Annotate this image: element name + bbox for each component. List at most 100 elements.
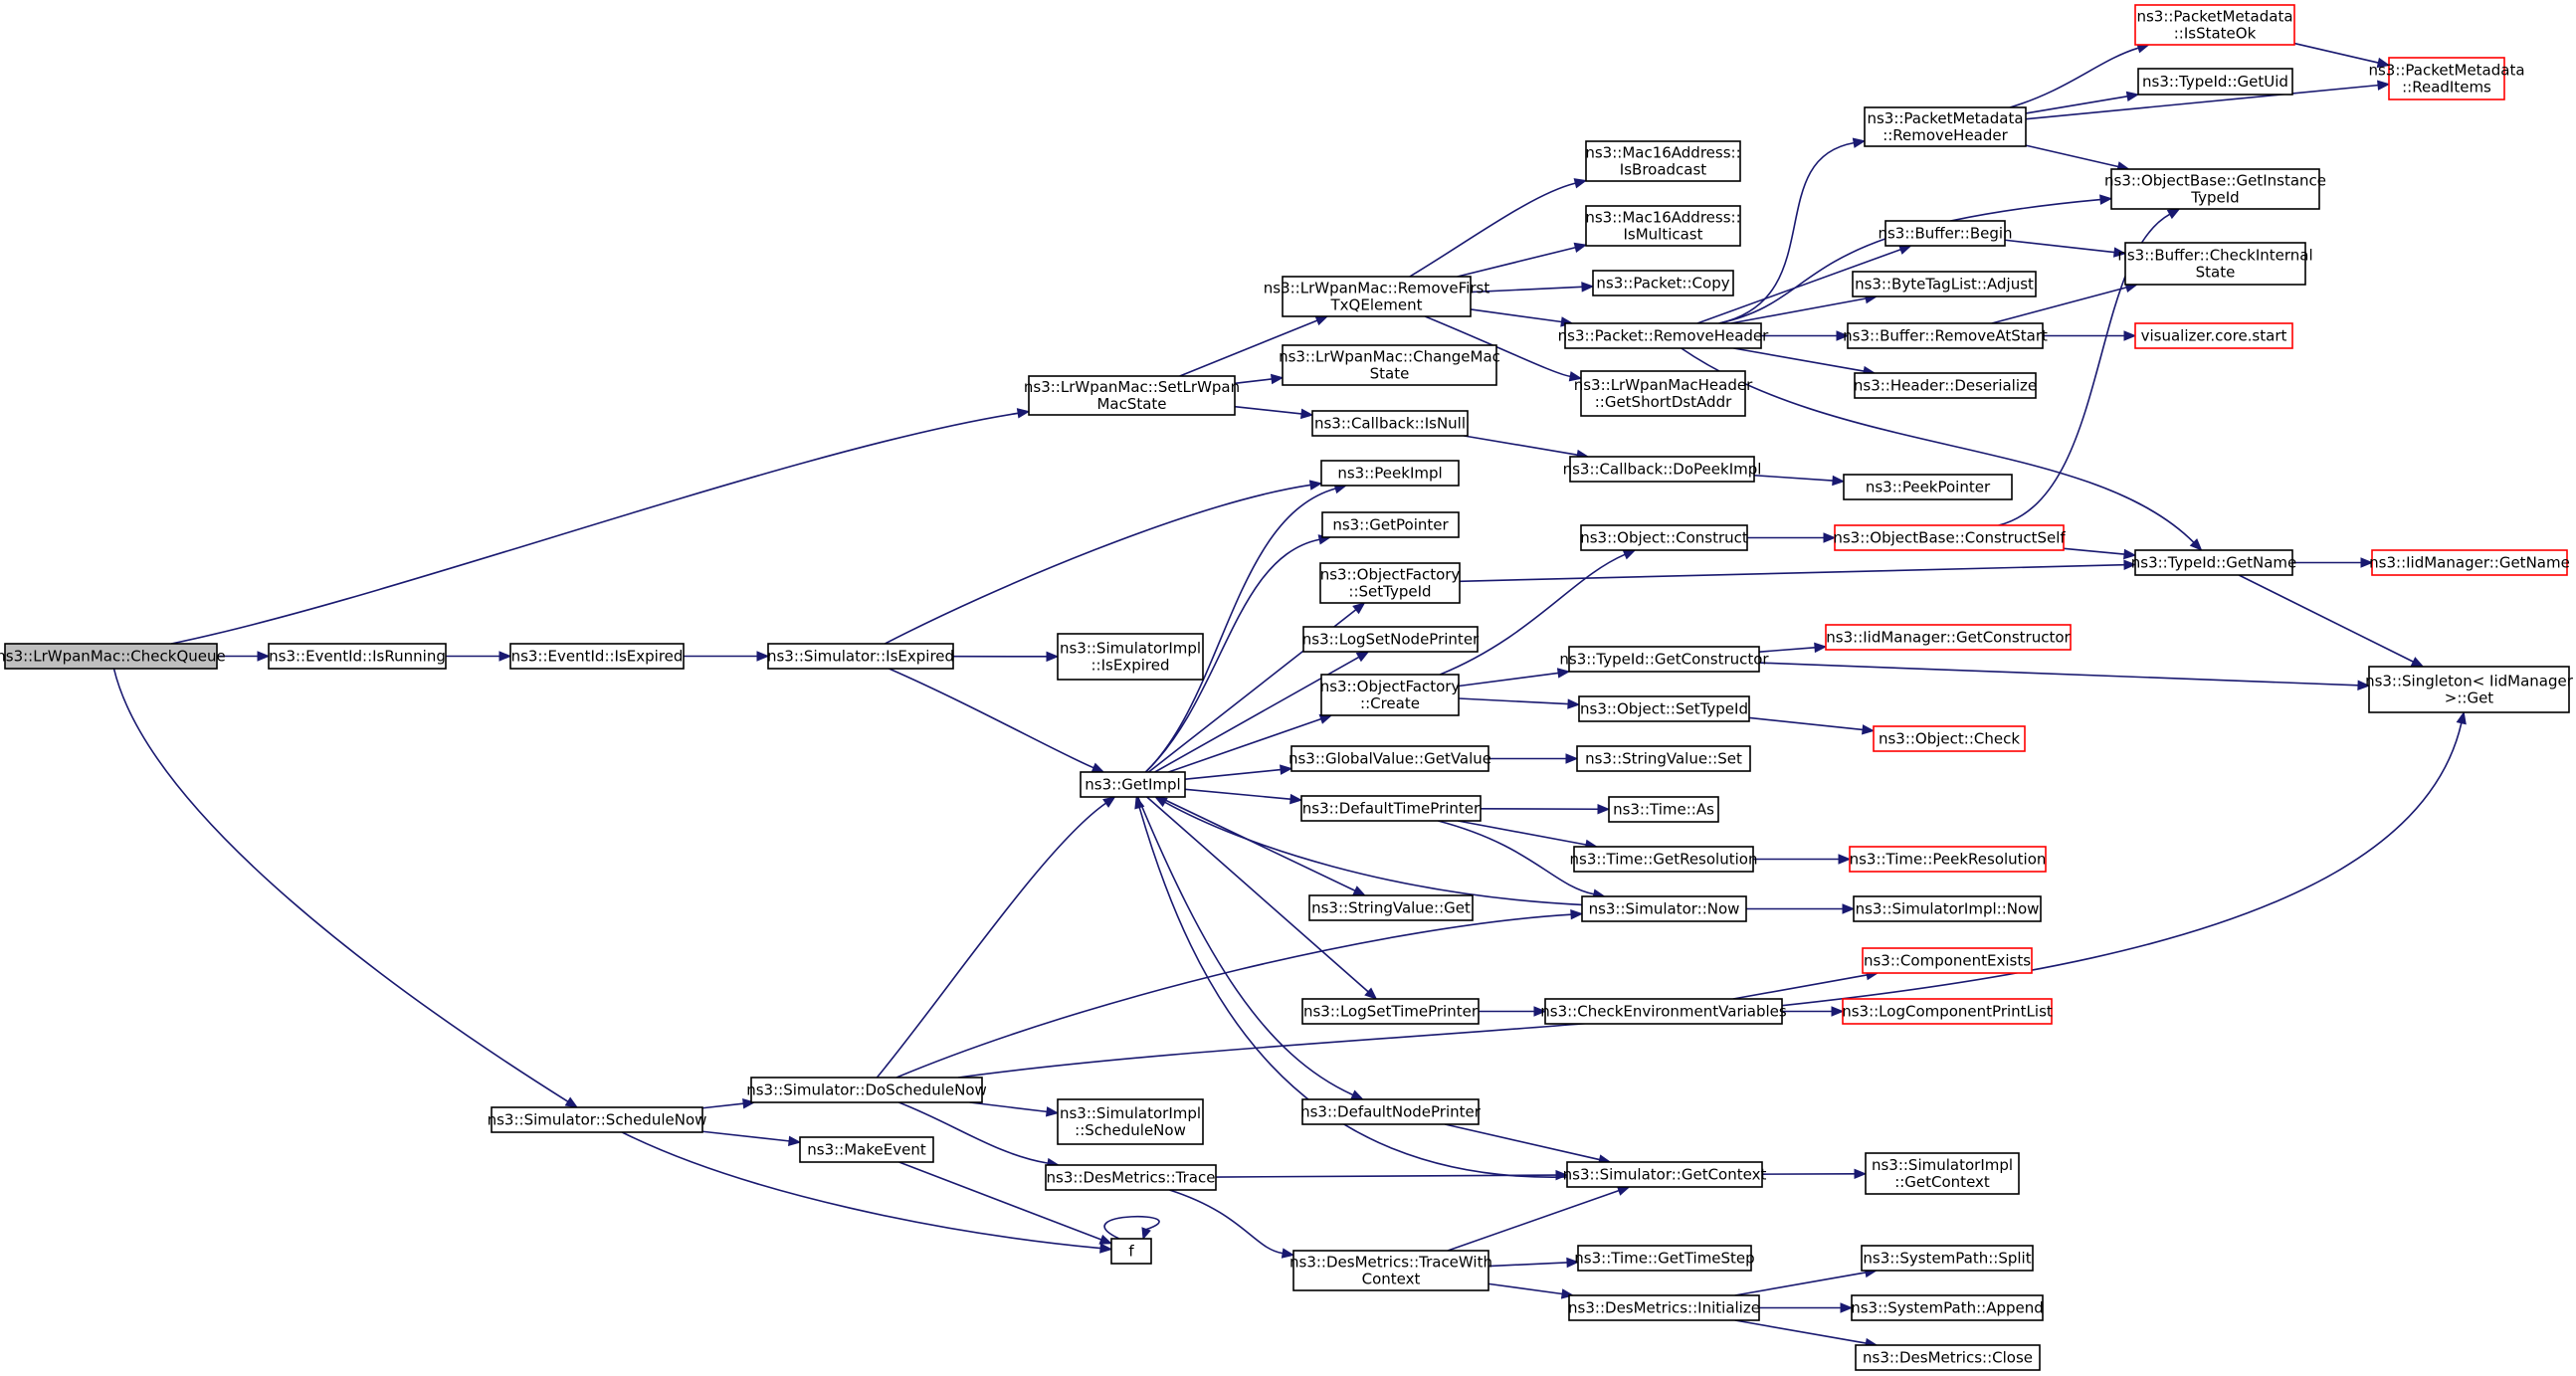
node-box-checkqueue[interactable] (4, 643, 218, 670)
node-box-defaultnodeprinter[interactable] (1301, 1098, 1480, 1125)
node-box-iidmanager-getname[interactable] (2371, 549, 2568, 576)
node-box-object-settypeid[interactable] (1578, 695, 1750, 722)
node-checkenvvars[interactable]: ns3::CheckEnvironmentVariables (1540, 998, 1787, 1025)
node-box-time-as[interactable] (1608, 796, 1719, 823)
node-logcomponentprintlist[interactable]: ns3::LogComponentPrintList (1842, 998, 2053, 1025)
node-singleton-get[interactable]: ns3::Singleton< IidManager>::Get (2365, 666, 2574, 713)
node-box-typeid-getuid[interactable] (2137, 68, 2293, 96)
node-box-header-deserialize[interactable] (1854, 372, 2037, 399)
node-simulator-isexpired[interactable]: ns3::Simulator::IsExpired (767, 643, 954, 670)
node-box-getpointer[interactable] (1321, 511, 1460, 538)
node-simulatorimpl-isexpired[interactable]: ns3::SimulatorImpl::IsExpired (1057, 633, 1204, 681)
node-box-mac16-isbroadcast[interactable] (1585, 140, 1741, 182)
node-box-getimpl[interactable] (1080, 771, 1186, 798)
node-simulatorimpl-schedulenow[interactable]: ns3::SimulatorImpl::ScheduleNow (1057, 1098, 1204, 1145)
node-box-callback-isnull[interactable] (1311, 410, 1469, 437)
node-peekimpl[interactable]: ns3::PeekImpl (1320, 460, 1460, 487)
node-objectbase-constructself[interactable]: ns3::ObjectBase::ConstructSelf (1833, 524, 2066, 551)
node-box-visualizer-core-start[interactable] (2134, 322, 2293, 349)
node-box-desmetrics-close[interactable] (1855, 1344, 2041, 1371)
node-box-simulatorimpl-isexpired[interactable] (1057, 633, 1204, 681)
node-box-bytetaglist-adjust[interactable] (1852, 271, 2037, 297)
node-time-getresolution[interactable]: ns3::Time::GetResolution (1570, 846, 1758, 873)
node-object-settypeid[interactable]: ns3::Object::SetTypeId (1578, 695, 1750, 722)
node-mac16-isbroadcast[interactable]: ns3::Mac16Address::IsBroadcast (1585, 140, 1741, 182)
node-box-callback-dopeekimpl[interactable] (1569, 456, 1755, 483)
node-makeevent[interactable]: ns3::MakeEvent (799, 1136, 934, 1163)
node-box-setlrwpanmacstate[interactable] (1028, 375, 1236, 416)
node-box-objectfactory-settypeid[interactable] (1319, 562, 1461, 604)
node-callback-dopeekimpl[interactable]: ns3::Callback::DoPeekImpl (1563, 456, 1762, 483)
node-time-peekresolution[interactable]: ns3::Time::PeekResolution (1849, 846, 2047, 873)
node-box-packet-copy[interactable] (1592, 270, 1734, 296)
node-box-pm-isstateok[interactable] (2134, 4, 2295, 46)
node-packet-removeheader[interactable]: ns3::Packet::RemoveHeader (1558, 322, 1769, 349)
node-box-desmetrics-tracewithcontext[interactable] (1292, 1250, 1489, 1291)
node-defaulttimeprinter[interactable]: ns3::DefaultTimePrinter (1300, 795, 1482, 822)
node-iidmanager-getconstructor[interactable]: ns3::IidManager::GetConstructor (1825, 624, 2072, 651)
node-box-logcomponentprintlist[interactable] (1842, 998, 2053, 1025)
node-objectfactory-settypeid[interactable]: ns3::ObjectFactory::SetTypeId (1319, 562, 1461, 604)
node-globalvalue-getvalue[interactable]: ns3::GlobalValue::GetValue (1288, 745, 1491, 772)
node-box-simulator-now[interactable] (1581, 895, 1747, 922)
node-pm-isstateok[interactable]: ns3::PacketMetadata::IsStateOk (2134, 4, 2295, 46)
node-box-makeevent[interactable] (799, 1136, 934, 1163)
node-box-simulator-schedulenow[interactable] (491, 1106, 703, 1133)
node-box-packet-removeheader[interactable] (1564, 322, 1762, 349)
node-box-globalvalue-getvalue[interactable] (1290, 745, 1489, 772)
node-box-defaulttimeprinter[interactable] (1300, 795, 1482, 822)
node-box-typeid-getname[interactable] (2134, 549, 2293, 576)
node-box-simulator-getcontext[interactable] (1566, 1161, 1763, 1188)
node-time-as[interactable]: ns3::Time::As (1608, 796, 1719, 823)
node-buffer-begin[interactable]: ns3::Buffer::Begin (1878, 220, 2013, 247)
node-buffer-removeatstart[interactable]: ns3::Buffer::RemoveAtStart (1843, 322, 2048, 349)
node-box-desmetrics-trace[interactable] (1045, 1164, 1217, 1191)
node-box-logsettimeprinter[interactable] (1301, 998, 1480, 1025)
node-box-typeid-getconstructor[interactable] (1568, 646, 1760, 673)
node-box-buffer-begin[interactable] (1884, 220, 2006, 247)
node-simulatorimpl-getcontext[interactable]: ns3::SimulatorImpl::GetContext (1865, 1152, 2020, 1195)
node-box-removefirsttxqelement[interactable] (1282, 276, 1472, 317)
node-box-object-construct[interactable] (1580, 524, 1748, 551)
node-mac16-ismulticast[interactable]: ns3::Mac16Address::IsMulticast (1585, 205, 1741, 247)
node-box-componentexists[interactable] (1862, 947, 2033, 974)
node-simulator-now[interactable]: ns3::Simulator::Now (1581, 895, 1747, 922)
node-typeid-getuid[interactable]: ns3::TypeId::GetUid (2137, 68, 2293, 96)
node-peekpointer[interactable]: ns3::PeekPointer (1843, 474, 2013, 500)
node-object-check[interactable]: ns3::Object::Check (1873, 725, 2026, 752)
node-box-simulator-doschedulenow[interactable] (750, 1077, 983, 1103)
node-box-f[interactable] (1110, 1238, 1152, 1265)
node-iidmanager-getname[interactable]: ns3::IidManager::GetName (2369, 549, 2570, 576)
node-getpointer[interactable]: ns3::GetPointer (1321, 511, 1460, 538)
node-box-desmetrics-initialize[interactable] (1568, 1294, 1760, 1321)
node-pm-readitems[interactable]: ns3::PacketMetadata::ReadItems (2368, 57, 2525, 100)
node-box-iidmanager-getconstructor[interactable] (1825, 624, 2072, 651)
node-objectfactory-create[interactable]: ns3::ObjectFactory::Create (1320, 674, 1461, 716)
node-box-systempath-split[interactable] (1861, 1245, 2034, 1272)
node-box-simulatorimpl-schedulenow[interactable] (1057, 1098, 1204, 1145)
node-box-systempath-append[interactable] (1851, 1294, 2044, 1321)
node-simulator-schedulenow[interactable]: ns3::Simulator::ScheduleNow (488, 1106, 707, 1133)
node-box-checkenvvars[interactable] (1544, 998, 1783, 1025)
node-pm-removeheader[interactable]: ns3::PacketMetadata::RemoveHeader (1864, 106, 2027, 147)
node-simulator-doschedulenow[interactable]: ns3::Simulator::DoScheduleNow (746, 1077, 987, 1103)
node-box-time-peekresolution[interactable] (1849, 846, 2047, 873)
node-box-buffer-checkinternalstate[interactable] (2124, 242, 2306, 286)
node-defaultnodeprinter[interactable]: ns3::DefaultNodePrinter (1300, 1098, 1482, 1125)
node-box-simulatorimpl-now[interactable] (1853, 895, 2042, 922)
node-componentexists[interactable]: ns3::ComponentExists (1862, 947, 2033, 974)
node-box-stringvalue-set[interactable] (1576, 745, 1751, 772)
node-box-stringvalue-get[interactable] (1308, 894, 1474, 921)
node-typeid-getname[interactable]: ns3::TypeId::GetName (2131, 549, 2296, 576)
node-checkqueue[interactable]: ns3::LrWpanMac::CheckQueue (0, 643, 226, 670)
node-box-singleton-get[interactable] (2368, 666, 2570, 713)
node-box-eventid-isrunning[interactable] (268, 643, 447, 670)
node-box-objectfactory-create[interactable] (1320, 674, 1460, 716)
node-time-gettimestep[interactable]: ns3::Time::GetTimeStep (1574, 1245, 1755, 1272)
